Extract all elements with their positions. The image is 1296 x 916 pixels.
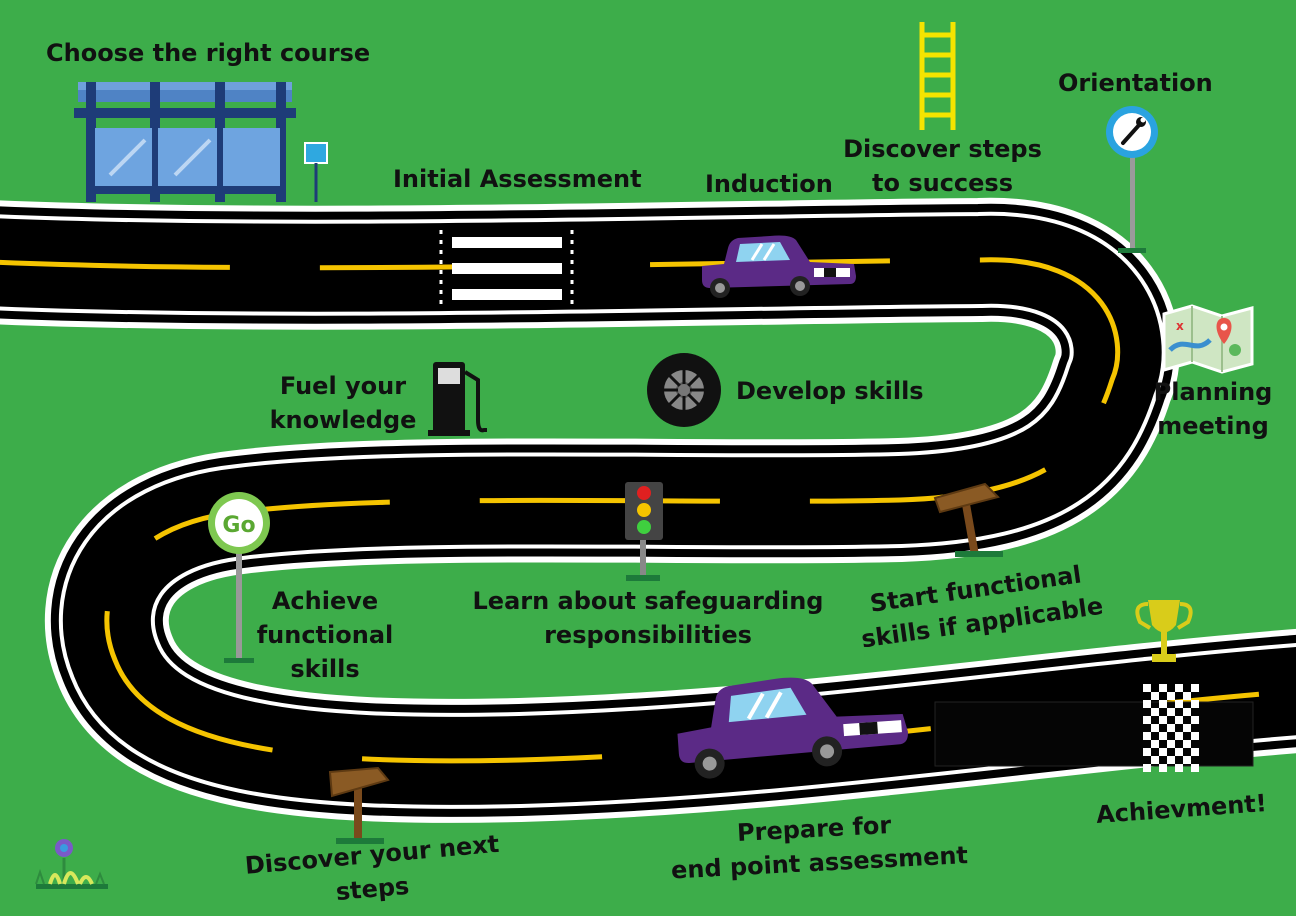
road <box>0 197 1296 823</box>
step-induction: Induction <box>705 170 833 198</box>
finish-flag-icon <box>934 684 1254 772</box>
map-icon: x <box>1162 304 1254 374</box>
step-choose-course: Choose the right course <box>46 39 371 67</box>
step-initial-assessment: Initial Assessment <box>393 165 642 193</box>
step-discover-steps-line2: to success <box>872 169 1013 197</box>
step-safeguarding: Learn about safeguarding responsibilitie… <box>468 584 828 652</box>
step-fuel-line1: Fuel your <box>279 372 407 400</box>
step-safeguarding-line2: responsibilities <box>544 621 752 649</box>
step-fuel-line2: knowledge <box>269 406 417 434</box>
svg-text:x: x <box>1176 319 1184 333</box>
step-achieve-line2: functional <box>256 621 394 649</box>
wrench-sign-icon <box>1106 106 1158 253</box>
bus-stop-icon <box>74 82 328 202</box>
step-fuel-knowledge: Fuel your knowledge <box>268 369 418 437</box>
ladder-icon <box>919 22 956 130</box>
signpost-icon <box>328 766 390 844</box>
pedestrian-crossing <box>439 230 574 305</box>
car-icon <box>677 677 908 779</box>
tyre-icon <box>647 353 721 427</box>
step-discover-steps: Discover steps to success <box>840 132 1045 200</box>
step-achieve-line1: Achieve <box>271 587 379 615</box>
step-planning-meeting: Planning meeting <box>1148 375 1278 443</box>
step-planning-line2: meeting <box>1157 412 1269 440</box>
go-sign-label: Go <box>222 513 255 538</box>
signpost-icon <box>933 482 1003 557</box>
step-develop-skills: Develop skills <box>736 377 924 405</box>
go-sign: Go <box>208 492 270 663</box>
fuel-pump-icon <box>428 362 487 436</box>
step-safeguarding-line1: Learn about safeguarding <box>472 587 824 615</box>
trophy-icon <box>1135 600 1193 662</box>
step-discover-steps-line1: Discover steps <box>843 135 1042 163</box>
step-planning-line1: Planning <box>1153 378 1273 406</box>
step-orientation: Orientation <box>1058 69 1213 97</box>
flower-icon <box>35 839 108 889</box>
step-achieve-line3: skills <box>290 655 360 683</box>
traffic-light-icon <box>625 482 663 581</box>
car-icon <box>702 235 856 298</box>
center-line <box>0 257 1296 764</box>
step-achieve-functional-skills: Achieve functional skills <box>255 584 395 686</box>
